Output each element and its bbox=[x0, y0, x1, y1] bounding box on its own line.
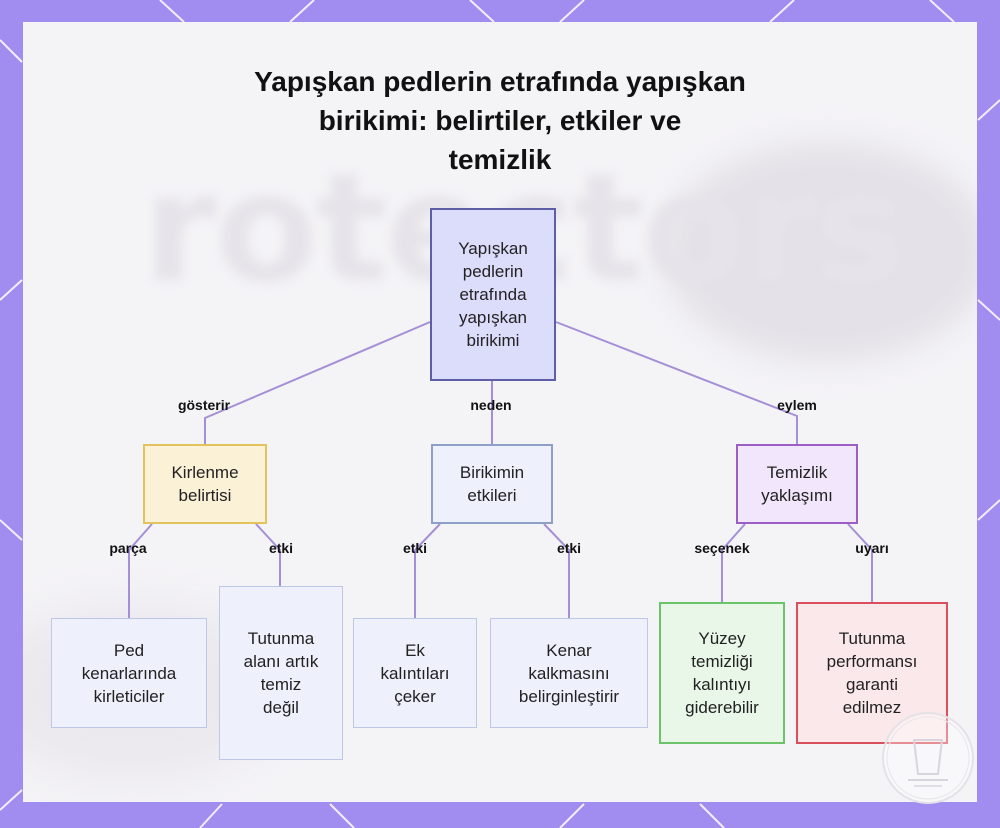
edge-label-etki: etki bbox=[400, 540, 430, 556]
root-node: Yapışkan pedlerin etrafında yapışkan bir… bbox=[430, 208, 556, 381]
edge-birikim-ek bbox=[415, 524, 440, 618]
node-text: yaklaşımı bbox=[761, 484, 833, 507]
node-text: Yapışkan bbox=[458, 237, 528, 260]
edge-label-etki: etki bbox=[554, 540, 584, 556]
birikimin-etkileri-node: Birikimin etkileri bbox=[431, 444, 553, 524]
node-text: Temizlik bbox=[761, 461, 833, 484]
node-text: belirginleştirir bbox=[519, 685, 619, 708]
node-text: yapışkan bbox=[458, 306, 528, 329]
node-text: Birikimin bbox=[460, 461, 524, 484]
node-text: alanı artık bbox=[244, 650, 319, 673]
node-text: belirtisi bbox=[171, 484, 238, 507]
node-text: Tutunma bbox=[827, 627, 918, 650]
edge-root-kirlenme bbox=[205, 322, 430, 444]
edge-label-gosterir: gösterir bbox=[175, 397, 233, 413]
node-text: değil bbox=[244, 696, 319, 719]
kenar-kalkmasi-node: Kenar kalkmasını belirginleştirir bbox=[490, 618, 648, 728]
edge-root-temizlik bbox=[556, 322, 797, 444]
node-text: garanti bbox=[827, 673, 918, 696]
edge-label-neden: neden bbox=[467, 397, 514, 413]
edge-birikim-kenar bbox=[544, 524, 569, 618]
node-text: Kirlenme bbox=[171, 461, 238, 484]
edge-temizlik-tutunma bbox=[848, 524, 872, 602]
node-text: pedlerin bbox=[458, 260, 528, 283]
node-text: kenarlarında bbox=[82, 662, 177, 685]
node-text: kalıntıyı bbox=[685, 673, 759, 696]
edge-label-parca: parça bbox=[106, 540, 149, 556]
node-text: Kenar bbox=[519, 639, 619, 662]
node-text: kirleticiler bbox=[82, 685, 177, 708]
node-text: Ek bbox=[381, 639, 450, 662]
node-text: Yüzey bbox=[685, 627, 759, 650]
edge-label-eylem: eylem bbox=[774, 397, 820, 413]
node-text: temiz bbox=[244, 673, 319, 696]
node-text: kalıntıları bbox=[381, 662, 450, 685]
edge-label-secenek: seçenek bbox=[691, 540, 752, 556]
ek-kalintilari-node: Ek kalıntıları çeker bbox=[353, 618, 477, 728]
cup-logo-icon bbox=[882, 712, 974, 804]
node-text: temizliği bbox=[685, 650, 759, 673]
edge-temizlik-yuzey bbox=[722, 524, 745, 602]
edge-kirlenme-ped bbox=[129, 524, 152, 618]
node-text: birikimi bbox=[458, 329, 528, 352]
ped-kenarlarinda-node: Ped kenarlarında kirleticiler bbox=[51, 618, 207, 728]
edge-label-etki: etki bbox=[266, 540, 296, 556]
edge-label-uyari: uyarı bbox=[852, 540, 891, 556]
tutunma-alani-node: Tutunma alanı artık temiz değil bbox=[219, 586, 343, 760]
node-text: performansı bbox=[827, 650, 918, 673]
kirlenme-belirtisi-node: Kirlenme belirtisi bbox=[143, 444, 267, 524]
node-text: Tutunma bbox=[244, 627, 319, 650]
node-text: giderebilir bbox=[685, 696, 759, 719]
yuzey-temizligi-node: Yüzey temizliği kalıntıyı giderebilir bbox=[659, 602, 785, 744]
temizlik-yaklasimi-node: Temizlik yaklaşımı bbox=[736, 444, 858, 524]
node-text: etrafında bbox=[458, 283, 528, 306]
node-text: çeker bbox=[381, 685, 450, 708]
node-text: kalkmasını bbox=[519, 662, 619, 685]
node-text: etkileri bbox=[460, 484, 524, 507]
node-text: Ped bbox=[82, 639, 177, 662]
